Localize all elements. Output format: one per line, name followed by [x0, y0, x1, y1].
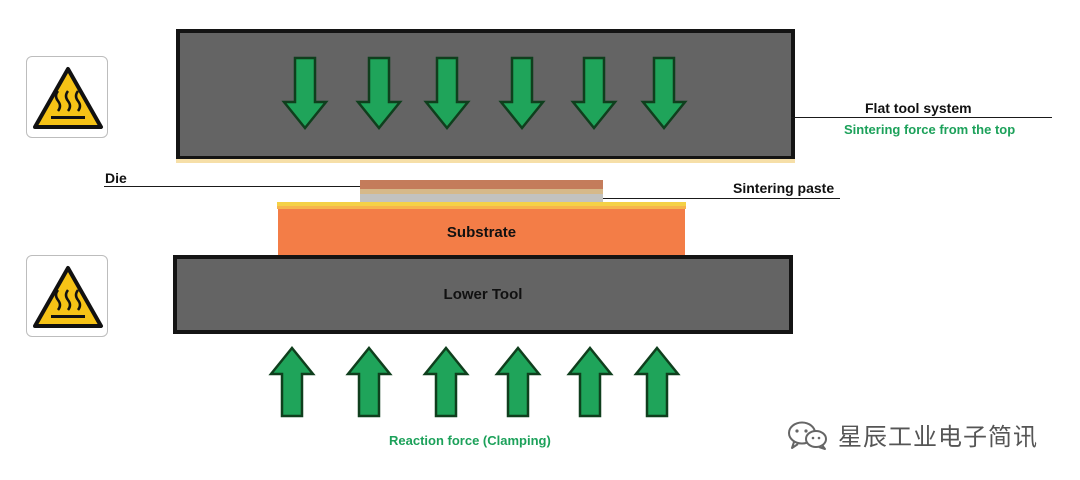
sintering-force-arrow-down: [570, 56, 618, 130]
wechat-icon: [788, 421, 827, 450]
reaction-force-arrow-up: [422, 346, 470, 418]
substrate: Substrate: [278, 209, 685, 255]
watermark-text: 星辰工业电子简讯: [838, 424, 1038, 451]
watermark: 星辰工业电子简讯: [786, 417, 1038, 452]
sintering-paste-layer: [360, 194, 603, 202]
lower-tool: Lower Tool: [173, 255, 793, 334]
hot-surface-warning-icon: [26, 56, 108, 138]
reaction-force-arrow-up: [633, 346, 681, 418]
hot-surface-warning-icon: [26, 255, 108, 337]
sintering-force-arrow-down: [640, 56, 688, 130]
sintering-paste-leader-line: [603, 198, 840, 199]
reaction-force-arrow-up: [494, 346, 542, 418]
lower-tool-label: Lower Tool: [443, 286, 523, 303]
upper-tool-edge: [176, 159, 795, 163]
die-interface: [360, 189, 603, 194]
sintering-force-arrow-down: [355, 56, 403, 130]
upper-flat-tool: [176, 29, 795, 160]
reaction-force-label: Reaction force (Clamping): [389, 433, 551, 448]
die-label: Die: [105, 170, 127, 186]
sintering-force-arrow-down: [498, 56, 546, 130]
reaction-force-arrow-up: [268, 346, 316, 418]
substrate-metallization: [277, 202, 686, 206]
reaction-force-arrow-up: [345, 346, 393, 418]
sintering-force-arrow-down: [423, 56, 471, 130]
flat-tool-system-label: Flat tool system: [865, 100, 972, 116]
sintering-force-top-label: Sintering force from the top: [844, 122, 1016, 137]
substrate-metallization-2: [277, 206, 686, 209]
die: [360, 180, 603, 189]
sintering-paste-label: Sintering paste: [733, 180, 835, 196]
reaction-force-arrow-up: [566, 346, 614, 418]
substrate-label: Substrate: [446, 223, 517, 241]
die-leader-line: [104, 186, 360, 187]
sintering-force-arrow-down: [281, 56, 329, 130]
flat-tool-leader-line: [791, 117, 1052, 118]
